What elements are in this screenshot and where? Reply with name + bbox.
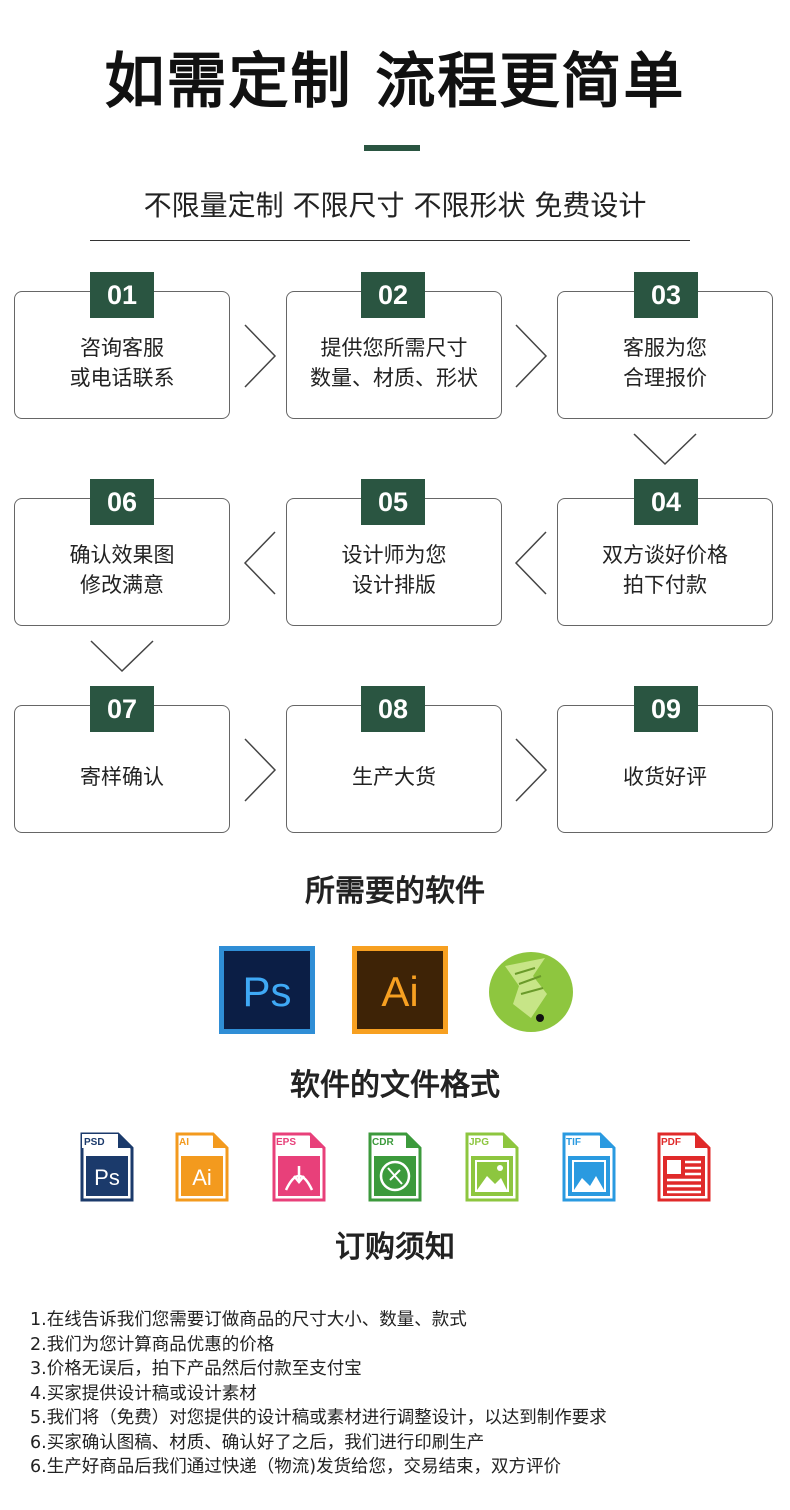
- psd-glyph: Ps: [94, 1165, 120, 1190]
- step-box-05: 设计师为您 设计排版: [286, 498, 502, 626]
- step-number-09: 09: [634, 686, 698, 732]
- coreldraw-icon: [485, 946, 581, 1034]
- order-note-line: 4.买家提供设计稿或设计素材: [30, 1383, 257, 1404]
- illustrator-icon: Ai: [352, 946, 448, 1034]
- order-notes-list: 1.在线告诉我们您需要订做商品的尺寸大小、数量、款式 2.我们为您计算商品优惠的…: [30, 1308, 770, 1480]
- eps-file-icon: EPS: [272, 1132, 326, 1202]
- step-number-04: 04: [634, 479, 698, 525]
- arrow-left-icon: [242, 529, 278, 597]
- step-text: 生产大货: [352, 765, 436, 789]
- illustrator-label: Ai: [381, 968, 418, 1015]
- step-number-08: 08: [361, 686, 425, 732]
- order-note-line: 2.我们为您计算商品优惠的价格: [30, 1334, 275, 1355]
- title-underline-bar: [364, 145, 420, 151]
- page-title: 如需定制 流程更简单: [104, 47, 686, 117]
- order-note-line: 6.生产好商品后我们通过快递（物流)发货给您，交易结束，双方评价: [30, 1457, 562, 1477]
- subtitle-divider: [90, 240, 690, 241]
- ai-glyph: Ai: [192, 1165, 212, 1190]
- page-subtitle: 不限量定制 不限尺寸 不限形状 免费设计: [143, 189, 647, 222]
- step-text: 收货好评: [623, 765, 707, 789]
- formats-section-title: 软件的文件格式: [290, 1068, 500, 1103]
- step-text: 确认效果图 修改满意: [69, 543, 175, 597]
- step-text: 寄样确认: [80, 765, 164, 789]
- arrow-right-icon: [242, 736, 278, 804]
- step-box-08: 生产大货: [286, 705, 502, 833]
- ai-tag: AI: [179, 1137, 189, 1148]
- pdf-file-icon: PDF: [657, 1132, 711, 1202]
- step-text: 咨询客服 或电话联系: [69, 336, 175, 390]
- arrow-right-icon: [513, 322, 549, 390]
- order-section-title: 订购须知: [335, 1230, 455, 1265]
- cdr-tag: CDR: [372, 1137, 394, 1148]
- step-number-01: 01: [90, 272, 154, 318]
- photoshop-label: Ps: [242, 968, 291, 1015]
- tif-file-icon: TIF: [562, 1132, 616, 1202]
- psd-file-icon: PSD Ps: [80, 1132, 134, 1202]
- step-number-07: 07: [90, 686, 154, 732]
- tif-tag: TIF: [566, 1137, 581, 1148]
- photoshop-icon: Ps: [219, 946, 315, 1034]
- step-text: 双方谈好价格 拍下付款: [602, 543, 728, 597]
- cdr-file-icon: CDR: [368, 1132, 422, 1202]
- order-note-line: 5.我们将（免费）对您提供的设计稿或素材进行调整设计，以达到制作要求: [30, 1408, 607, 1428]
- arrow-right-icon: [242, 322, 278, 390]
- ai-file-icon: AI Ai: [175, 1132, 229, 1202]
- step-number-06: 06: [90, 479, 154, 525]
- order-note-line: 1.在线告诉我们您需要订做商品的尺寸大小、数量、款式: [30, 1310, 467, 1330]
- psd-tag: PSD: [84, 1137, 105, 1148]
- step-number-02: 02: [361, 272, 425, 318]
- step-box-04: 双方谈好价格 拍下付款: [557, 498, 773, 626]
- order-note-line: 3.价格无误后，拍下产品然后付款至支付宝: [30, 1359, 362, 1379]
- step-text: 设计师为您 设计排版: [341, 543, 447, 597]
- order-note-line: 6.买家确认图稿、材质、确认好了之后，我们进行印刷生产: [30, 1432, 485, 1453]
- jpg-file-icon: JPG: [465, 1132, 519, 1202]
- arrow-down-icon: [631, 431, 699, 467]
- eps-tag: EPS: [276, 1137, 296, 1148]
- step-number-05: 05: [361, 479, 425, 525]
- step-number-03: 03: [634, 272, 698, 318]
- step-text: 客服为您 合理报价: [623, 336, 707, 390]
- arrow-down-icon: [88, 638, 156, 674]
- software-section-title: 所需要的软件: [305, 874, 485, 909]
- arrow-right-icon: [513, 736, 549, 804]
- jpg-tag: JPG: [469, 1137, 489, 1148]
- arrow-left-icon: [513, 529, 549, 597]
- step-text: 提供您所需尺寸 数量、材质、形状: [310, 336, 478, 390]
- pdf-tag: PDF: [661, 1137, 681, 1148]
